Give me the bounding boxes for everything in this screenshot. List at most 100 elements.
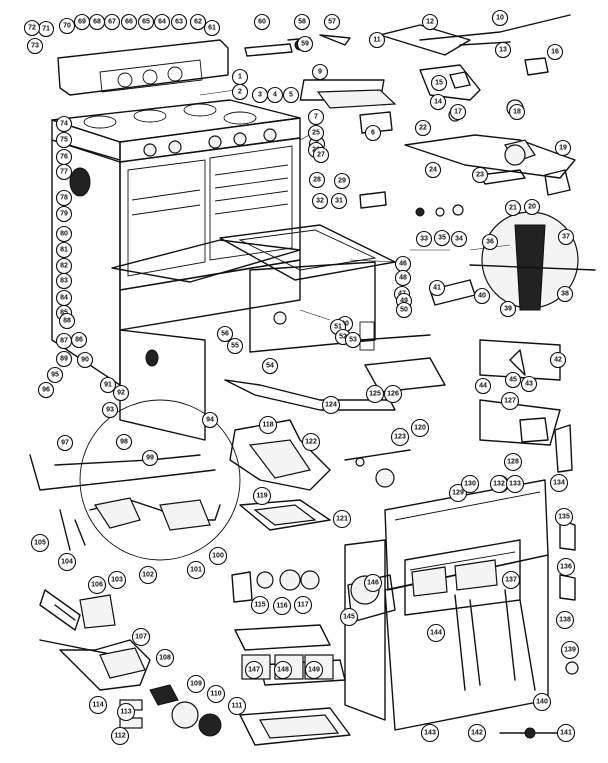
callout-number: 98 xyxy=(120,439,128,446)
callout-5: 5 xyxy=(282,86,300,104)
callout-number: 89 xyxy=(60,356,68,363)
callout-number: 41 xyxy=(433,285,441,292)
callout-number: 132 xyxy=(493,481,505,488)
callout-28: 28 xyxy=(308,171,326,189)
callout-number: 88 xyxy=(63,318,71,325)
callout-circle xyxy=(474,377,492,395)
callout-76: 76 xyxy=(55,148,73,166)
callout-circle xyxy=(504,371,522,389)
callout-circle xyxy=(252,486,272,506)
callout-number: 115 xyxy=(254,602,265,609)
callout-number: 7 xyxy=(314,114,318,121)
callout-91: 91 xyxy=(99,376,117,394)
callout-number: 25 xyxy=(312,130,320,137)
callout-circle xyxy=(554,139,572,157)
callout-number: 126 xyxy=(387,391,399,398)
callout-circle xyxy=(307,124,325,142)
callout-number: 142 xyxy=(471,730,483,737)
callout-number: 93 xyxy=(106,407,114,414)
callout-number: 112 xyxy=(114,733,125,740)
callout-138: 138 xyxy=(555,610,575,630)
callout-number: 79 xyxy=(60,211,68,218)
callout-number: 65 xyxy=(142,19,150,26)
callout-107: 107 xyxy=(131,627,151,647)
callout-120: 120 xyxy=(410,418,430,438)
callout-25: 25 xyxy=(307,124,325,142)
callout-circle xyxy=(37,381,55,399)
callout-104: 104 xyxy=(57,552,77,572)
callout-130: 130 xyxy=(460,474,480,494)
callout-17: 17 xyxy=(449,103,467,121)
callout-148: 148 xyxy=(273,660,293,680)
callout-136: 136 xyxy=(556,557,576,577)
callout-141: 141 xyxy=(556,723,576,743)
callout-34: 34 xyxy=(450,230,468,248)
callout-18: 18 xyxy=(508,103,526,121)
callout-35: 35 xyxy=(433,229,451,247)
callout-circle xyxy=(272,596,292,616)
callout-33: 33 xyxy=(415,230,433,248)
callout-144: 144 xyxy=(426,623,446,643)
callout-circle xyxy=(311,63,329,81)
callout-circle xyxy=(99,376,117,394)
callout-number: 92 xyxy=(117,390,125,397)
callout-circle xyxy=(186,674,206,694)
callout-133: 133 xyxy=(505,474,525,494)
callout-62: 62 xyxy=(189,13,207,31)
callout-number: 28 xyxy=(313,177,321,184)
callout-number: 54 xyxy=(266,363,274,370)
callout-83: 83 xyxy=(55,272,73,290)
callout-circle xyxy=(46,366,64,384)
callout-circle xyxy=(23,19,41,37)
callout-number: 103 xyxy=(111,577,123,584)
callout-circle xyxy=(430,74,448,92)
callout-118: 118 xyxy=(258,415,278,435)
callout-circle xyxy=(116,702,136,722)
callout-99: 99 xyxy=(141,449,159,467)
callout-circle xyxy=(330,192,348,210)
callout-number: 40 xyxy=(478,293,486,300)
callout-95: 95 xyxy=(46,366,64,384)
callout-circle xyxy=(293,13,311,31)
callout-circle xyxy=(293,595,313,615)
callout-22: 22 xyxy=(414,119,432,137)
callout-number: 80 xyxy=(60,231,68,238)
callout-circle xyxy=(55,225,73,243)
callout-number: 18 xyxy=(513,109,521,116)
callout-114: 114 xyxy=(88,695,108,715)
callout-39: 39 xyxy=(499,300,517,318)
callout-circle xyxy=(450,230,468,248)
callout-12: 12 xyxy=(421,13,439,31)
callout-110: 110 xyxy=(206,684,226,704)
callout-77: 77 xyxy=(55,163,73,181)
callout-circle xyxy=(201,411,219,429)
callout-number: 94 xyxy=(206,417,214,424)
callout-circle xyxy=(30,533,50,553)
callout-37: 37 xyxy=(557,228,575,246)
callout-circle xyxy=(460,474,480,494)
callout-13: 13 xyxy=(494,41,512,59)
callout-number: 75 xyxy=(60,137,68,144)
callout-11: 11 xyxy=(368,31,386,49)
callout-number: 113 xyxy=(120,709,131,716)
callout-circle xyxy=(120,13,138,31)
callout-number: 121 xyxy=(336,516,348,523)
callout-6: 6 xyxy=(364,124,382,142)
callout-97: 97 xyxy=(56,434,74,452)
callout-number: 95 xyxy=(51,372,59,379)
callout-number: 122 xyxy=(305,439,317,446)
callout-number: 56 xyxy=(221,331,229,338)
callout-number: 63 xyxy=(175,19,183,26)
callout-number: 138 xyxy=(559,617,571,624)
callout-102: 102 xyxy=(138,565,158,585)
callout-108: 108 xyxy=(155,648,175,668)
callout-number: 148 xyxy=(277,667,289,674)
callout-number: 106 xyxy=(91,582,103,589)
callout-number: 60 xyxy=(258,19,266,26)
callout-number: 99 xyxy=(146,455,154,462)
callout-116: 116 xyxy=(272,596,292,616)
callout-number: 5 xyxy=(289,92,293,99)
callout-23: 23 xyxy=(471,166,489,184)
callout-circle xyxy=(471,166,489,184)
